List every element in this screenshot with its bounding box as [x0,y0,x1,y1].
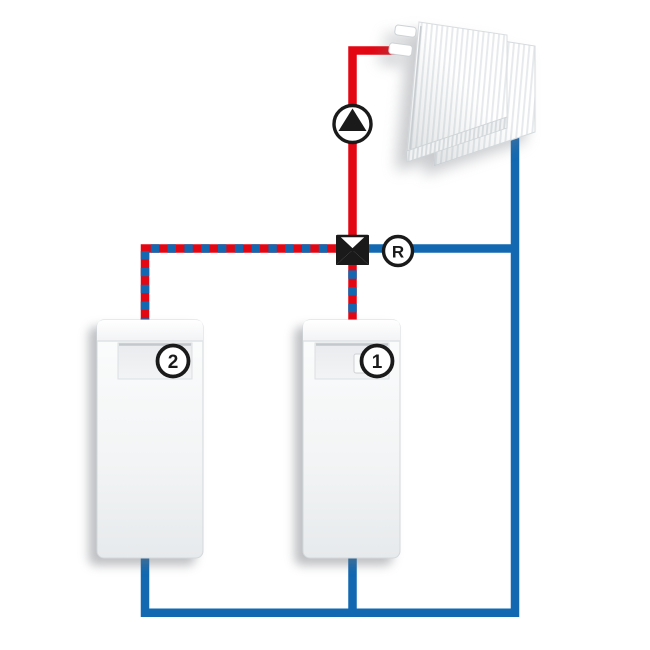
mixing-valve-icon [336,234,369,265]
heat-source-2-badge: 2 [155,343,191,379]
mixed-pipe-valve-to-unit2 [140,244,340,322]
heat-source-1: 1 [302,319,401,559]
sensor-r-letter: R [392,243,404,262]
radiator-vent-stub [394,24,417,38]
heat-source-1-badge: 1 [359,343,395,379]
heat-source-2-number: 2 [168,352,179,373]
radiator-inlet-stub [388,42,413,57]
heat-source-2: 2 [96,319,204,559]
pump-icon [332,103,373,145]
sensor-r-badge: R [381,234,415,268]
radiator-panel [388,21,536,167]
flow-pipe [348,46,404,245]
heat-source-1-number: 1 [372,352,383,373]
